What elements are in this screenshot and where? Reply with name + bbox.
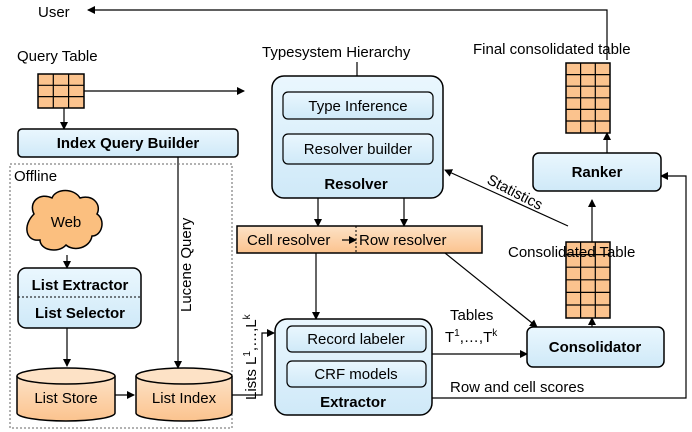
offline-region (9, 163, 233, 429)
lucene-query-label: Lucene Query (178, 217, 195, 312)
web-label: Web (51, 214, 82, 231)
cell-resolver-label: Cell resolver (247, 232, 330, 249)
final-table-label: Final consolidated table (473, 41, 631, 58)
consolidated-table-label: Consolidated Table (508, 244, 635, 261)
resolver-label: Resolver (324, 176, 388, 193)
typesystem-label: Typesystem Hierarchy (262, 44, 411, 61)
list-index-label: List Index (152, 390, 217, 407)
list-index-cylinder: List Index (135, 367, 233, 422)
crf-models-label: CRF models (314, 366, 397, 383)
statistics-arrow (444, 169, 569, 227)
extractor-label: Extractor (320, 394, 386, 411)
resolver-builder-label: Resolver builder (304, 141, 412, 158)
crf-models-box (286, 360, 427, 388)
row-cell-scores-label: Row and cell scores (450, 379, 584, 396)
list-extractor-label: List Extractor (32, 277, 129, 294)
final-table-to-user-arrow (87, 6, 608, 60)
tables-range-label: T1,…,Tk (445, 328, 498, 346)
row-resolver-to-consolidator-arrow (444, 252, 538, 328)
index-query-builder-box: Index Query Builder (17, 128, 239, 158)
user-label: User (38, 4, 70, 21)
ranker-label: Ranker (572, 164, 623, 181)
web-cloud: Web (26, 189, 103, 251)
index-query-builder-label: Index Query Builder (57, 135, 200, 152)
consolidator-box: Consolidator (526, 326, 665, 368)
row-resolver-label: Row resolver (359, 232, 447, 249)
query-table-label: Query Table (17, 48, 98, 65)
query-table-grid (37, 73, 85, 109)
resolver-box: Type Inference Resolver builder Resolver (271, 75, 444, 199)
lists-label: Lists L1,…,Lk (242, 313, 260, 400)
consolidated-table-grid (565, 241, 611, 319)
cell-row-resolver-box: Cell resolver Row resolver (236, 225, 483, 254)
ranker-box: Ranker (532, 152, 662, 192)
scores-to-ranker-arrow (432, 172, 687, 399)
list-store-cylinder: List Store (16, 367, 116, 422)
index-to-extractor-arrow (232, 329, 275, 396)
type-inference-label: Type Inference (308, 98, 407, 115)
offline-label: Offline (14, 168, 57, 185)
resolver-builder-box (282, 133, 434, 165)
extractor-box: Record labeler CRF models Extractor (274, 318, 433, 416)
tables-label: Tables (450, 307, 493, 324)
record-labeler-label: Record labeler (307, 331, 405, 348)
consolidator-label: Consolidator (549, 339, 642, 356)
record-labeler-box (286, 325, 427, 353)
list-store-label: List Store (34, 390, 97, 407)
final-table-grid (565, 62, 611, 134)
type-inference-box (282, 91, 434, 120)
list-selector-label: List Selector (35, 305, 125, 322)
list-extractor-selector-box: List Extractor List Selector (17, 267, 142, 329)
